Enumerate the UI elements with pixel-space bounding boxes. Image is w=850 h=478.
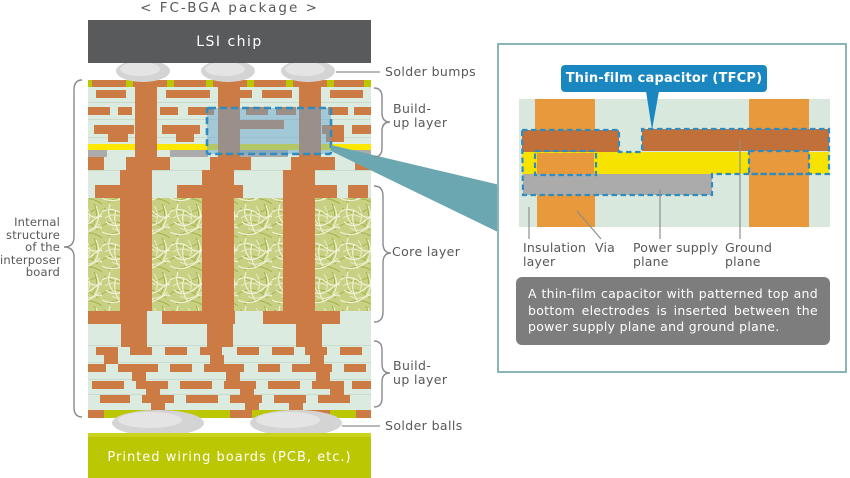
zoom-wedge — [331, 145, 500, 233]
buildup-upper-brace — [373, 87, 391, 158]
via-shapes — [535, 99, 809, 227]
solder-resist-top — [88, 80, 371, 87]
insulation-layer-label: Insulation layer — [523, 240, 587, 269]
inset-leader-lines — [528, 140, 741, 240]
solder-bump — [116, 60, 170, 82]
solder-ball — [112, 410, 204, 436]
core-vias — [88, 198, 340, 324]
tfcp-callout-label: Thin-film capacitor (TFCP) — [561, 65, 767, 92]
tfcp-inset-panel: Thin-film capacitor (TFCP) Insulation la… — [497, 43, 847, 373]
buildup-lower-brace — [373, 340, 391, 408]
lower-buildup-traces — [88, 324, 371, 410]
ground-plane-shape — [522, 129, 829, 152]
solder-balls — [112, 410, 342, 436]
pcb-label: Printed wiring boards (PCB, etc.) — [107, 450, 352, 465]
core-brace — [373, 185, 392, 323]
tfcp-label-pointer — [646, 91, 659, 130]
via-through-tfc — [749, 151, 809, 174]
solder-bumps-label: Solder bumps — [385, 64, 477, 79]
via-label: Via — [595, 240, 616, 255]
solder-bumps — [116, 60, 335, 82]
diagram-title: < FC-BGA package > — [140, 0, 319, 16]
solder-bump — [281, 60, 335, 82]
tfcp-detail-diagram — [519, 91, 831, 240]
solder-ball — [250, 410, 342, 436]
ground-plane-label: Ground plane — [725, 240, 773, 269]
interposer-brace — [63, 79, 83, 418]
internal-structure-label: Internal structure of the interposer boa… — [0, 215, 61, 279]
buildup-upper-label: Build- up layer — [393, 101, 448, 130]
lsi-chip-label: LSI chip — [196, 33, 263, 50]
tfcp-caption-box: A thin-film capacitor with patterned top… — [516, 277, 830, 345]
power-plane-label: Power supply plane — [633, 240, 719, 269]
power-supply-plane-shape — [523, 174, 712, 195]
buildup-lower-label: Build- up layer — [393, 358, 448, 387]
tfcp-highlight-box — [205, 106, 333, 156]
lsi-chip: LSI chip — [88, 20, 371, 63]
core-layer-label: Core layer — [392, 244, 461, 259]
pcb-board: Printed wiring boards (PCB, etc.) — [88, 433, 371, 478]
solder-bump — [201, 60, 255, 82]
tfcp-dashed-outline — [520, 127, 831, 197]
core-layer — [88, 198, 371, 324]
solder-balls-label: Solder balls — [385, 418, 463, 433]
bottom-electrode-shape — [537, 153, 594, 174]
